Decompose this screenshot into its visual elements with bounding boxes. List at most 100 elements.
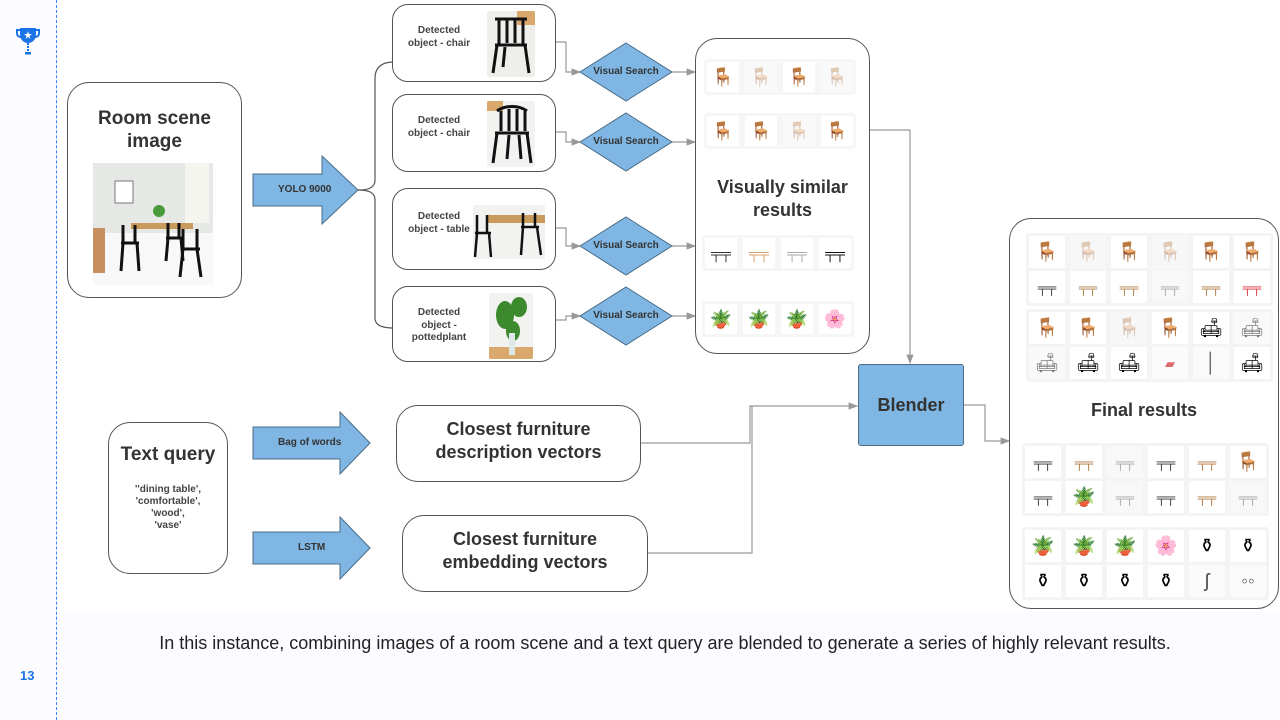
bag-of-words-label: Bag of words bbox=[278, 437, 342, 448]
result-thumb-kids-chair-green: 🪑 bbox=[1230, 446, 1266, 478]
final-results-group: 🪑🪑🪑🪑🪑🪑╤╤╤╤╤╤╤╤╤╤╤╤ bbox=[1026, 233, 1273, 306]
result-thumb-table-wood: ╤╤ bbox=[1070, 271, 1106, 303]
visual-search-label: Visual Search bbox=[593, 66, 659, 77]
result-thumb-chair-white-arm: 🪑 bbox=[1111, 312, 1147, 344]
result-thumb-table-red: ╤╤ bbox=[1234, 271, 1270, 303]
description-vectors-label: Closest furniture description vectors bbox=[435, 419, 602, 462]
result-thumb-plant-red-pot: 🪴 bbox=[1107, 530, 1143, 562]
slide-rail bbox=[56, 0, 57, 720]
result-thumb: ╤╤ bbox=[743, 238, 775, 268]
result-thumb-chair-wood: 🪑 bbox=[1234, 236, 1270, 268]
result-thumb: 🪑 bbox=[745, 62, 777, 92]
text-query-box: Text query ''dining table', 'comfortable… bbox=[108, 422, 228, 574]
result-thumb-cabinet-white: ╤╤ bbox=[1152, 271, 1188, 303]
result-thumb: ╤╤ bbox=[781, 238, 813, 268]
room-scene-box: Room scene image bbox=[67, 82, 242, 298]
visual-search-label: Visual Search bbox=[593, 240, 659, 251]
final-results-group: ╤╤╤╤╤╤╤╤╤╤🪑╤╤🪴╤╤╤╤╤╤╤╤ bbox=[1022, 443, 1269, 516]
room-scene-title: Room scene image bbox=[98, 108, 211, 152]
slide-number: 13 bbox=[20, 668, 35, 683]
final-results-group: 🪑🪑🪑🪑🛋🛋🛋🛋🛋▰│🛋 bbox=[1026, 309, 1273, 382]
visual-search-node: Visual Search bbox=[579, 42, 673, 102]
result-thumb-plant: 🪴 bbox=[1025, 530, 1061, 562]
visual-search-node: Visual Search bbox=[579, 286, 673, 346]
result-thumb-orchid: 🌸 bbox=[1148, 530, 1184, 562]
room-scene-photo bbox=[93, 163, 213, 285]
result-thumb: ╤╤ bbox=[819, 238, 851, 268]
result-thumb: 🪑 bbox=[821, 116, 853, 146]
result-thumb-table-dark: ╤╤ bbox=[1025, 446, 1061, 478]
query-term: ''dining table', bbox=[134, 484, 202, 495]
result-thumb-candle-holder: ʃ bbox=[1189, 565, 1225, 597]
slide-caption: In this instance, combining images of a … bbox=[159, 633, 1171, 653]
embedding-vectors-label: Closest furniture embedding vectors bbox=[442, 529, 608, 572]
result-thumb-vase-dark: ⚱ bbox=[1025, 565, 1061, 597]
result-thumb-floor-lamp: │ bbox=[1193, 347, 1229, 379]
result-thumb-chair-white-arm: 🪑 bbox=[1152, 236, 1188, 268]
result-thumb-table-white-set: ╤╤ bbox=[1107, 446, 1143, 478]
result-thumb-storage-white: ╤╤ bbox=[1230, 481, 1266, 513]
result-thumb-sofa-corner: 🛋 bbox=[1029, 347, 1065, 379]
visual-search-label: Visual Search bbox=[593, 136, 659, 147]
detected-chair-image bbox=[487, 101, 535, 167]
result-thumb-glasses: ◦◦ bbox=[1230, 565, 1266, 597]
result-thumb-sofa-white: 🛋 bbox=[1234, 312, 1270, 344]
result-thumb-table-drop-leaf-wood: ╤╤ bbox=[1193, 271, 1229, 303]
text-query-terms: ''dining table', 'comfortable', 'wood', … bbox=[109, 484, 227, 532]
result-thumb-bench-wood: ╤╤ bbox=[1189, 481, 1225, 513]
visually-similar-results-box: 🪑 🪑 🪑 🪑 🪑 🪑 🪑 🪑 Visually similar results… bbox=[695, 38, 870, 354]
visual-search-node: Visual Search bbox=[579, 216, 673, 276]
detected-object-label: Detected object - chair bbox=[407, 25, 471, 49]
bag-of-words-arrow: Bag of words bbox=[252, 410, 372, 476]
result-thumb-chair-black-wicker: 🪑 bbox=[1111, 236, 1147, 268]
result-thumb-vase-pattern: ⚱ bbox=[1066, 565, 1102, 597]
result-thumb-stool-wood: ╤╤ bbox=[1189, 446, 1225, 478]
detected-object-card: Detected object - pottedplant bbox=[392, 286, 556, 362]
result-thumb-sofa-black: 🛋 bbox=[1070, 347, 1106, 379]
result-thumb-sofa-grey: 🛋 bbox=[1111, 347, 1147, 379]
query-term: 'wood', bbox=[151, 508, 185, 519]
result-thumb-table-drop-leaf: ╤╤ bbox=[1029, 271, 1065, 303]
result-thumb: 🪑 bbox=[707, 62, 739, 92]
detected-object-label: Detected object - chair bbox=[407, 115, 471, 139]
final-results-title: Final results bbox=[1090, 400, 1198, 420]
result-thumb-vase-glass-footed: ⚱ bbox=[1148, 565, 1184, 597]
result-thumb-chair-black: 🪑 bbox=[1029, 312, 1065, 344]
result-thumb: 🪑 bbox=[821, 62, 853, 92]
result-thumb: 🪴 bbox=[705, 304, 737, 334]
result-thumb: 🪑 bbox=[783, 116, 815, 146]
result-thumb-chair-black-wicker: 🪑 bbox=[1070, 312, 1106, 344]
result-thumb-chair-black: 🪑 bbox=[1152, 312, 1188, 344]
result-thumb-picnic-table: ╤╤ bbox=[1025, 481, 1061, 513]
result-thumb-bar-stool: 🪑 bbox=[1193, 236, 1229, 268]
final-results-group: 🪴🪴🪴🌸⚱⚱⚱⚱⚱⚱ʃ◦◦ bbox=[1022, 527, 1269, 600]
result-thumb-rug-pink: ▰ bbox=[1152, 347, 1188, 379]
blender-node: Blender bbox=[858, 364, 964, 446]
similar-tables-row: ╤╤ ╤╤ ╤╤ ╤╤ bbox=[702, 235, 854, 271]
result-thumb-tv-bench-white: ╤╤ bbox=[1107, 481, 1143, 513]
embedding-vectors-box: Closest furniture embedding vectors bbox=[402, 515, 648, 592]
result-thumb: 🪑 bbox=[745, 116, 777, 146]
similar-plants-row: 🪴 🪴 🪴 🌸 bbox=[702, 301, 854, 337]
visual-search-node: Visual Search bbox=[579, 112, 673, 172]
result-thumb: ╤╤ bbox=[705, 238, 737, 268]
result-thumb-chair-white: 🪑 bbox=[1070, 236, 1106, 268]
detected-plant-image bbox=[489, 293, 533, 359]
result-thumb-table-wood: ╤╤ bbox=[1111, 271, 1147, 303]
detected-object-card: Detected object - chair bbox=[392, 4, 556, 82]
final-results-box: 🪑🪑🪑🪑🪑🪑╤╤╤╤╤╤╤╤╤╤╤╤ 🪑🪑🪑🪑🛋🛋🛋🛋🛋▰│🛋 Final re… bbox=[1009, 218, 1279, 609]
result-thumb: 🌸 bbox=[819, 304, 851, 334]
detected-object-card: Detected object - table bbox=[392, 188, 556, 270]
result-thumb: 🪑 bbox=[783, 62, 815, 92]
similar-chairs-row: 🪑 🪑 🪑 🪑 bbox=[704, 113, 856, 149]
query-term: 'comfortable', bbox=[135, 496, 201, 507]
visual-search-label: Visual Search bbox=[593, 310, 659, 321]
result-thumb-chair-black: 🪑 bbox=[1029, 236, 1065, 268]
result-thumb-planter: 🪴 bbox=[1066, 481, 1102, 513]
result-thumb-vase-glass: ⚱ bbox=[1107, 565, 1143, 597]
result-thumb: 🪑 bbox=[707, 116, 739, 146]
detected-object-label: Detected object - table bbox=[408, 211, 470, 235]
detected-object-card: Detected object - chair bbox=[392, 94, 556, 172]
text-query-title: Text query bbox=[120, 444, 216, 465]
trophy-icon bbox=[16, 28, 40, 55]
